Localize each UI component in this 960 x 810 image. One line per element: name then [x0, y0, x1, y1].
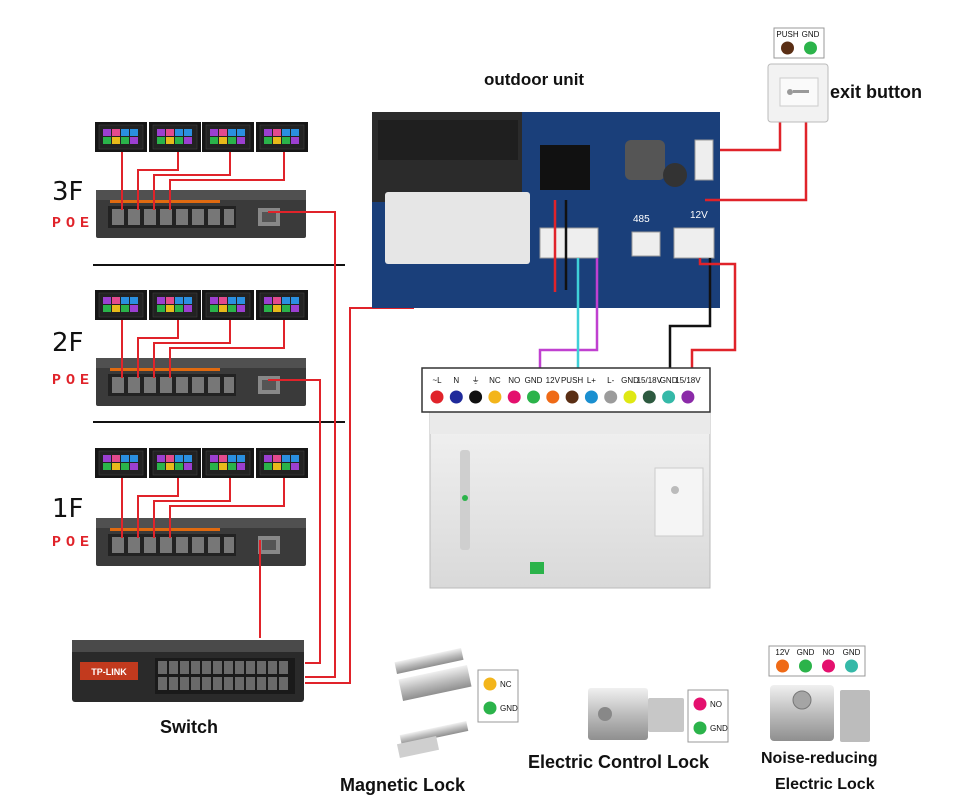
uplink-wires [259, 211, 414, 684]
terminal-label: GND [621, 376, 639, 385]
indoor-monitor [148, 121, 202, 153]
noise-reducing-lock-device [770, 685, 870, 742]
legend-label: NC [500, 680, 512, 689]
indoor-monitor [201, 121, 255, 153]
poe-switch [96, 358, 306, 406]
terminal-color-dot [623, 390, 637, 404]
legend-color-dot [483, 677, 497, 691]
power-supply [429, 411, 711, 589]
legend-label: GND [802, 30, 820, 39]
legend-label: 12V [775, 648, 790, 657]
port-485-label: 485 [633, 214, 650, 225]
terminal-color-dot [565, 390, 579, 404]
noise-reducing-lock-caption-2: Electric Lock [775, 776, 875, 793]
indoor-monitor [255, 289, 309, 321]
terminal-label: ⏚ [472, 376, 480, 385]
poe-label-2f: POE [52, 372, 95, 389]
legend-color-dot [799, 659, 812, 673]
terminal-color-dot [469, 390, 483, 404]
legend-label: GND [843, 648, 861, 657]
magnetic-lock-legend: NC GND [477, 669, 519, 723]
indoor-monitor [94, 289, 148, 321]
poe-label-1f: POE [52, 534, 95, 551]
terminal-label: 15/18V [675, 376, 701, 385]
indoor-monitor [255, 447, 309, 479]
legend-label: GND [500, 704, 518, 713]
terminal-color-dot [642, 390, 656, 404]
terminal-color-dot [662, 390, 676, 404]
terminal-label: GND [660, 376, 678, 385]
terminal-strip [421, 367, 711, 413]
outdoor-unit-board: 485 12V [372, 112, 720, 308]
electric-control-lock-device [588, 688, 684, 740]
legend-color-dot [804, 41, 817, 55]
indoor-monitor [94, 447, 148, 479]
exit-button-legend: PUSH GND [773, 27, 825, 59]
terminal-label: L- [607, 376, 614, 385]
noise-reducing-lock-caption-1: Noise-reducing [761, 750, 878, 767]
terminal-color-dot [430, 390, 444, 404]
floor-label-3f: 3F [52, 177, 84, 207]
legend-color-dot [693, 721, 707, 735]
legend-label: PUSH [776, 30, 798, 39]
network-switch: TP-LINK [72, 640, 304, 702]
indoor-monitor [201, 289, 255, 321]
terminal-label: NO [508, 376, 520, 385]
svg-text:TP-LINK: TP-LINK [91, 667, 127, 677]
terminal-label: PUSH [561, 376, 583, 385]
terminal-label: 15/18V [637, 376, 663, 385]
terminal-color-dot [681, 390, 695, 404]
indoor-monitor [148, 447, 202, 479]
terminal-color-dot [527, 390, 540, 404]
poe-label-3f: POE [52, 215, 95, 232]
legend-color-dot [822, 659, 835, 673]
terminal-color-dot [488, 390, 502, 404]
outdoor-unit-caption: outdoor unit [484, 70, 585, 89]
magnetic-lock-device [394, 648, 472, 759]
terminal-label: N [453, 376, 459, 385]
monitor-wires [121, 152, 285, 538]
indoor-monitor [201, 447, 255, 479]
port-12v-label: 12V [690, 210, 708, 221]
legend-color-dot [776, 659, 789, 673]
terminal-label: NC [489, 376, 501, 385]
terminal-color-dot [584, 390, 598, 404]
floor-label-2f: 2F [52, 328, 84, 358]
indoor-monitor [94, 121, 148, 153]
terminal-label: GND [525, 376, 543, 385]
legend-label: GND [710, 724, 728, 733]
indoor-monitor [148, 289, 202, 321]
poe-switch [96, 190, 306, 238]
legend-color-dot [781, 41, 794, 55]
exit-button-caption: exit button [830, 82, 922, 102]
terminal-color-dot [507, 390, 521, 404]
terminal-color-dot [546, 390, 560, 404]
electric-control-lock-legend: NO GND [687, 689, 729, 743]
terminal-label: 12V [546, 376, 561, 385]
board-wires [538, 122, 808, 378]
noise-reducing-lock-legend: 12V GND NO GND [768, 645, 866, 677]
legend-color-dot [693, 697, 707, 711]
poe-switch [96, 518, 306, 566]
switch-ports [158, 661, 288, 690]
terminal-label: L+ [587, 376, 596, 385]
terminal-color-dot [449, 390, 463, 404]
switch-caption: Switch [160, 717, 219, 737]
terminal-color-dot [604, 390, 618, 404]
legend-label: NO [710, 700, 722, 709]
electric-control-lock-caption: Electric Control Lock [528, 752, 710, 772]
floor-label-1f: 1F [52, 494, 84, 524]
legend-color-dot [845, 659, 858, 673]
indoor-monitor [255, 121, 309, 153]
legend-label: GND [797, 648, 815, 657]
legend-color-dot [483, 701, 497, 715]
magnetic-lock-caption: Magnetic Lock [340, 775, 466, 795]
exit-button-device [767, 63, 829, 123]
legend-label: NO [823, 648, 835, 657]
terminal-label: ~L [432, 376, 442, 385]
